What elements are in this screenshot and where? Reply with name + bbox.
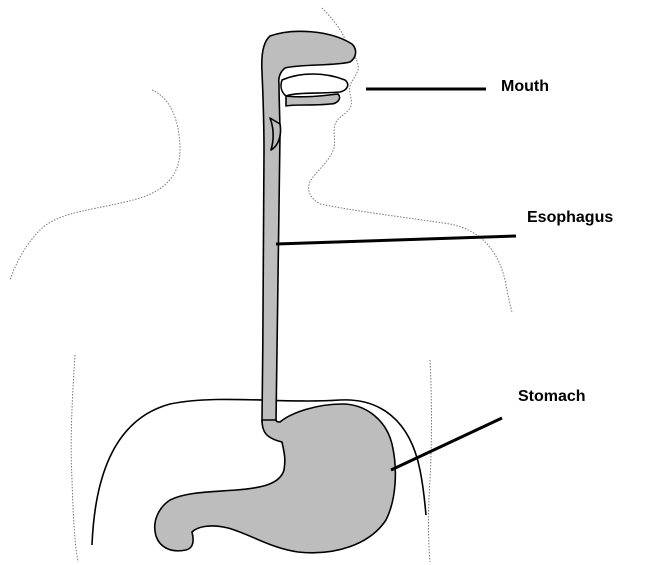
esophagus-leader-line (276, 236, 516, 244)
digestive-tract (155, 31, 396, 552)
right-shoulder (320, 204, 512, 312)
esophagus-label: Esophagus (527, 210, 613, 226)
right-torso-side (429, 360, 432, 562)
body-outline (10, 8, 512, 562)
tongue (286, 94, 340, 106)
left-torso-side (71, 355, 78, 562)
stomach-body (155, 404, 396, 553)
oral-cavity (281, 74, 348, 96)
mouth-label: Mouth (501, 79, 549, 95)
left-shoulder (10, 90, 180, 280)
stomach-label: Stomach (518, 389, 586, 405)
stomach-leader-line (391, 418, 502, 470)
